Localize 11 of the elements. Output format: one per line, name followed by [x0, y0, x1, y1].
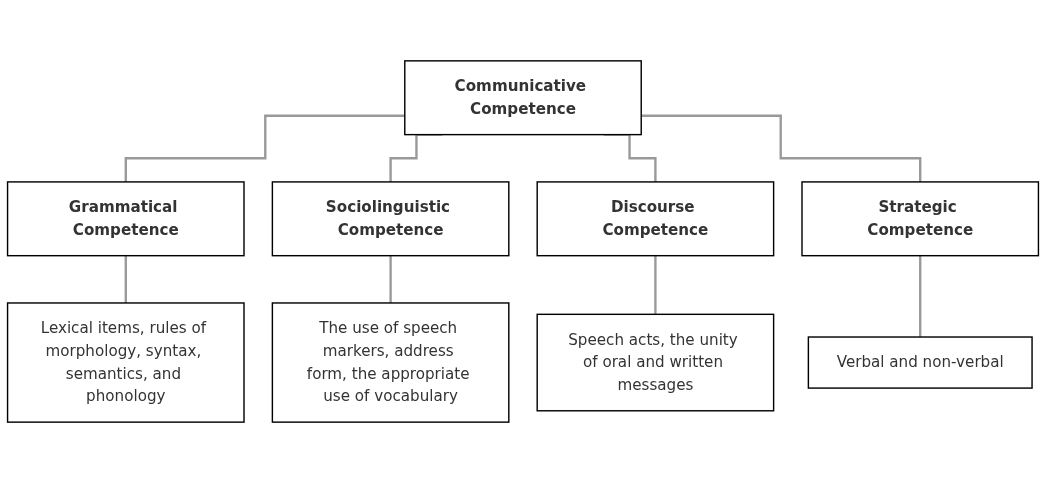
node-box: The use of speech markers, address form, the appropriate use of vocabulary — [271, 302, 510, 423]
node-box: Lexical items, rules of morphology, syntax, semantics, and phonology — [6, 302, 245, 423]
node-box: Sociolinguistic Competence — [271, 181, 510, 257]
node-box: Communicative Competence — [404, 60, 642, 136]
node-box: Speech acts, the unity of oral and written messages — [536, 313, 775, 412]
node-box: Discourse Competence — [536, 181, 775, 257]
node-box: Grammatical Competence — [6, 181, 245, 257]
node-box: Verbal and non-verbal — [807, 336, 1033, 389]
connector — [654, 254, 657, 316]
node-box: Strategic Competence — [801, 181, 1040, 257]
connector — [919, 254, 922, 339]
